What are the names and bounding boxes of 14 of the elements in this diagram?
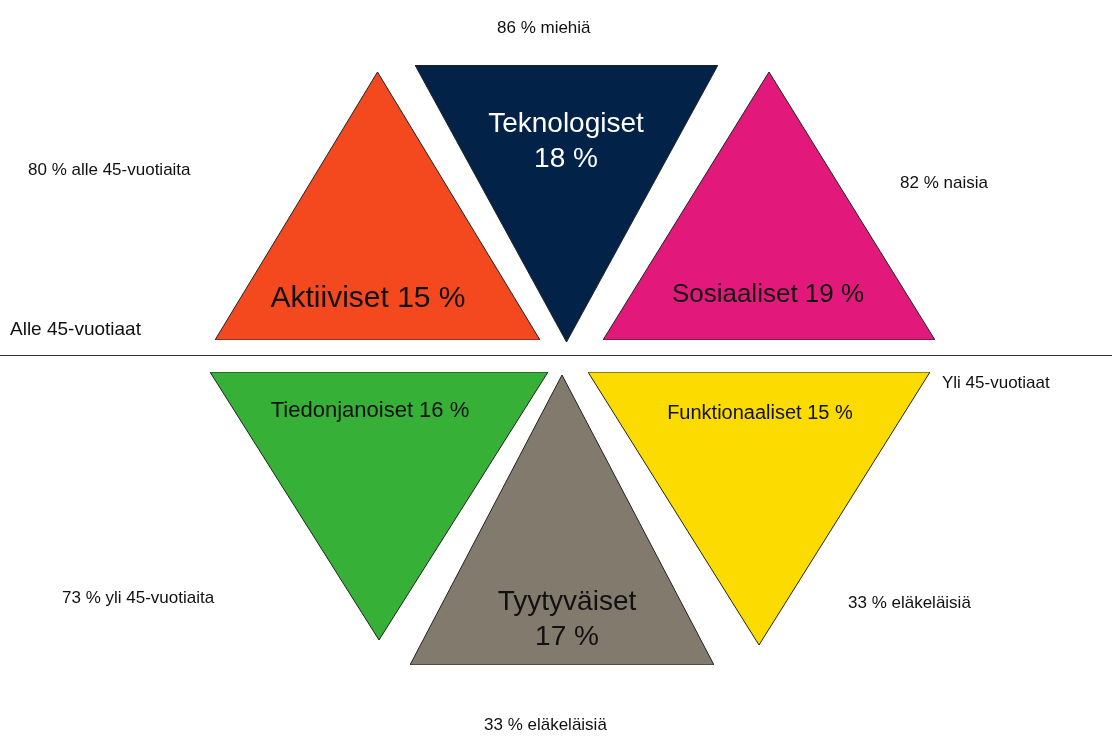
caption-text: 86 % miehiä xyxy=(497,18,591,38)
segment-label: Tiedonjanoiset 16 % xyxy=(269,396,471,424)
group-label: Alle 45-vuotiaat xyxy=(10,318,141,340)
segment-label: Teknologiset 18 % xyxy=(487,106,645,175)
group-label: Yli 45-vuotiaat xyxy=(942,373,1050,393)
segment-label: Tyytyväiset 17 % xyxy=(496,584,638,653)
caption-text: 82 % naisia xyxy=(900,173,988,193)
segment-label: Funktionaaliset 15 % xyxy=(666,399,854,425)
segment-label: Sosiaaliset 19 % xyxy=(670,276,866,309)
caption-text: 80 % alle 45-vuotiaita xyxy=(28,160,191,180)
caption-text: 33 % eläkeläisiä xyxy=(484,715,607,735)
segment-label: Aktiiviset 15 % xyxy=(269,279,467,315)
caption-text: 33 % eläkeläisiä xyxy=(848,593,971,613)
caption-text: 73 % yli 45-vuotiaita xyxy=(62,588,215,608)
